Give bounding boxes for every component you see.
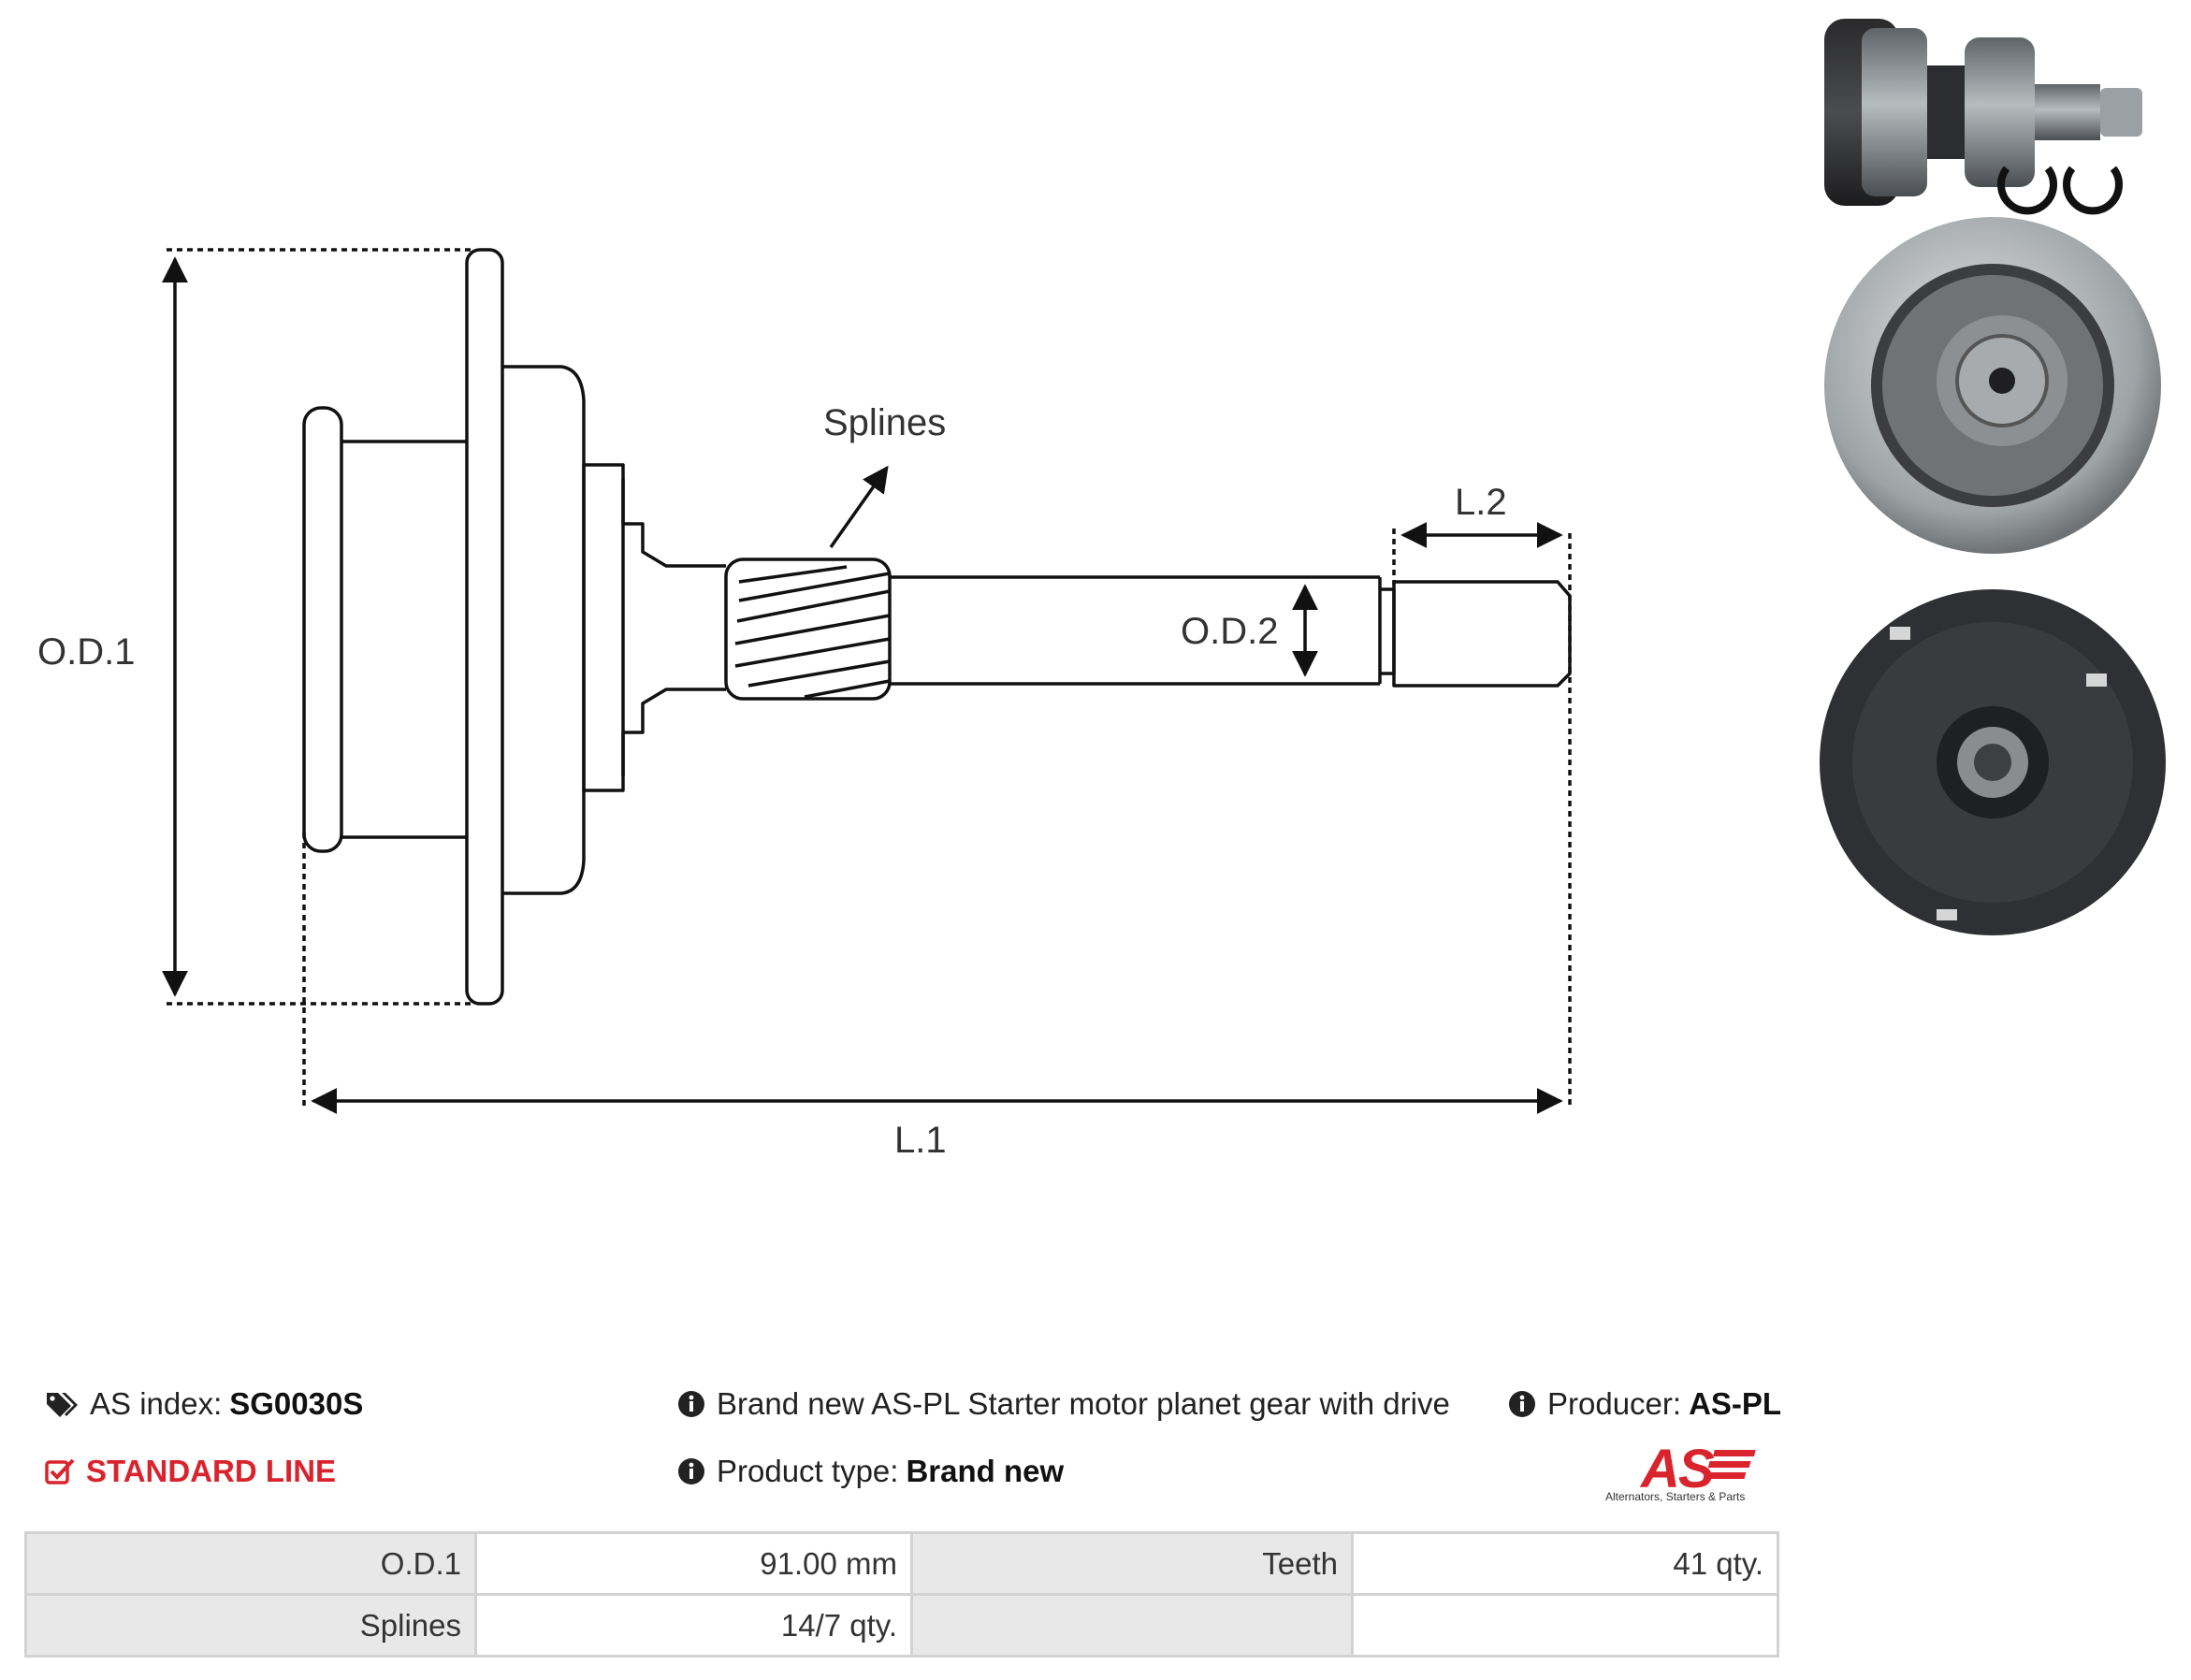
spec-key: Splines xyxy=(24,1593,477,1658)
spec-value xyxy=(1351,1593,1779,1658)
product-type: Product type: Brand new xyxy=(677,1454,1064,1489)
spec-key xyxy=(910,1593,1354,1658)
producer-value: AS-PL xyxy=(1689,1386,1782,1421)
specs-table: O.D.1 91.00 mm Teeth 41 qty. Splines 14/… xyxy=(24,1531,1779,1658)
info-icon xyxy=(678,1391,704,1417)
description: Brand new AS-PL Starter motor planet gea… xyxy=(677,1386,1450,1422)
product-photo-front xyxy=(1824,217,2161,554)
tags-icon xyxy=(47,1393,78,1417)
table-row: Splines 14/7 qty. xyxy=(24,1593,1779,1658)
product-photo-back xyxy=(1820,589,2166,935)
spec-value: 14/7 qty. xyxy=(474,1593,913,1658)
description-text: Brand new AS-PL Starter motor planet gea… xyxy=(717,1386,1450,1421)
product-type-value: Brand new xyxy=(906,1454,1065,1488)
standard-line-text: STANDARD LINE xyxy=(86,1454,337,1488)
spec-value: 91.00 mm xyxy=(474,1531,913,1596)
technical-drawing: O.D.1 O.D.2 L.1 L.2 Splines xyxy=(37,248,1572,1161)
splines-label: Splines xyxy=(823,402,946,443)
spec-key: O.D.1 xyxy=(24,1531,477,1596)
checkbox-checked-icon xyxy=(45,1458,75,1484)
as-logo: AS xyxy=(1639,1439,1756,1493)
info-icon xyxy=(1509,1391,1535,1417)
as-index-value: SG0030S xyxy=(229,1386,364,1421)
l2-label: L.2 xyxy=(1455,482,1507,523)
spec-key: Teeth xyxy=(910,1531,1354,1596)
table-row: O.D.1 91.00 mm Teeth 41 qty. xyxy=(24,1531,1779,1596)
info-icon xyxy=(678,1458,704,1484)
logo-tagline: Alternators, Starters & Parts xyxy=(1605,1490,1746,1503)
od1-label: O.D.1 xyxy=(37,631,135,673)
od2-label: O.D.2 xyxy=(1181,611,1278,652)
product-photo-side xyxy=(1824,19,2142,215)
standard-line: STANDARD LINE xyxy=(45,1454,336,1489)
l1-label: L.1 xyxy=(894,1120,947,1161)
producer-label: Producer: xyxy=(1547,1386,1682,1421)
svg-text:AS: AS xyxy=(1639,1439,1715,1493)
producer: Producer: AS-PL xyxy=(1508,1386,1781,1422)
product-type-label: Product type: xyxy=(717,1454,899,1488)
spec-value: 41 qty. xyxy=(1351,1531,1779,1596)
as-index: AS index: SG0030S xyxy=(45,1386,363,1422)
as-index-label: AS index: xyxy=(90,1386,223,1421)
